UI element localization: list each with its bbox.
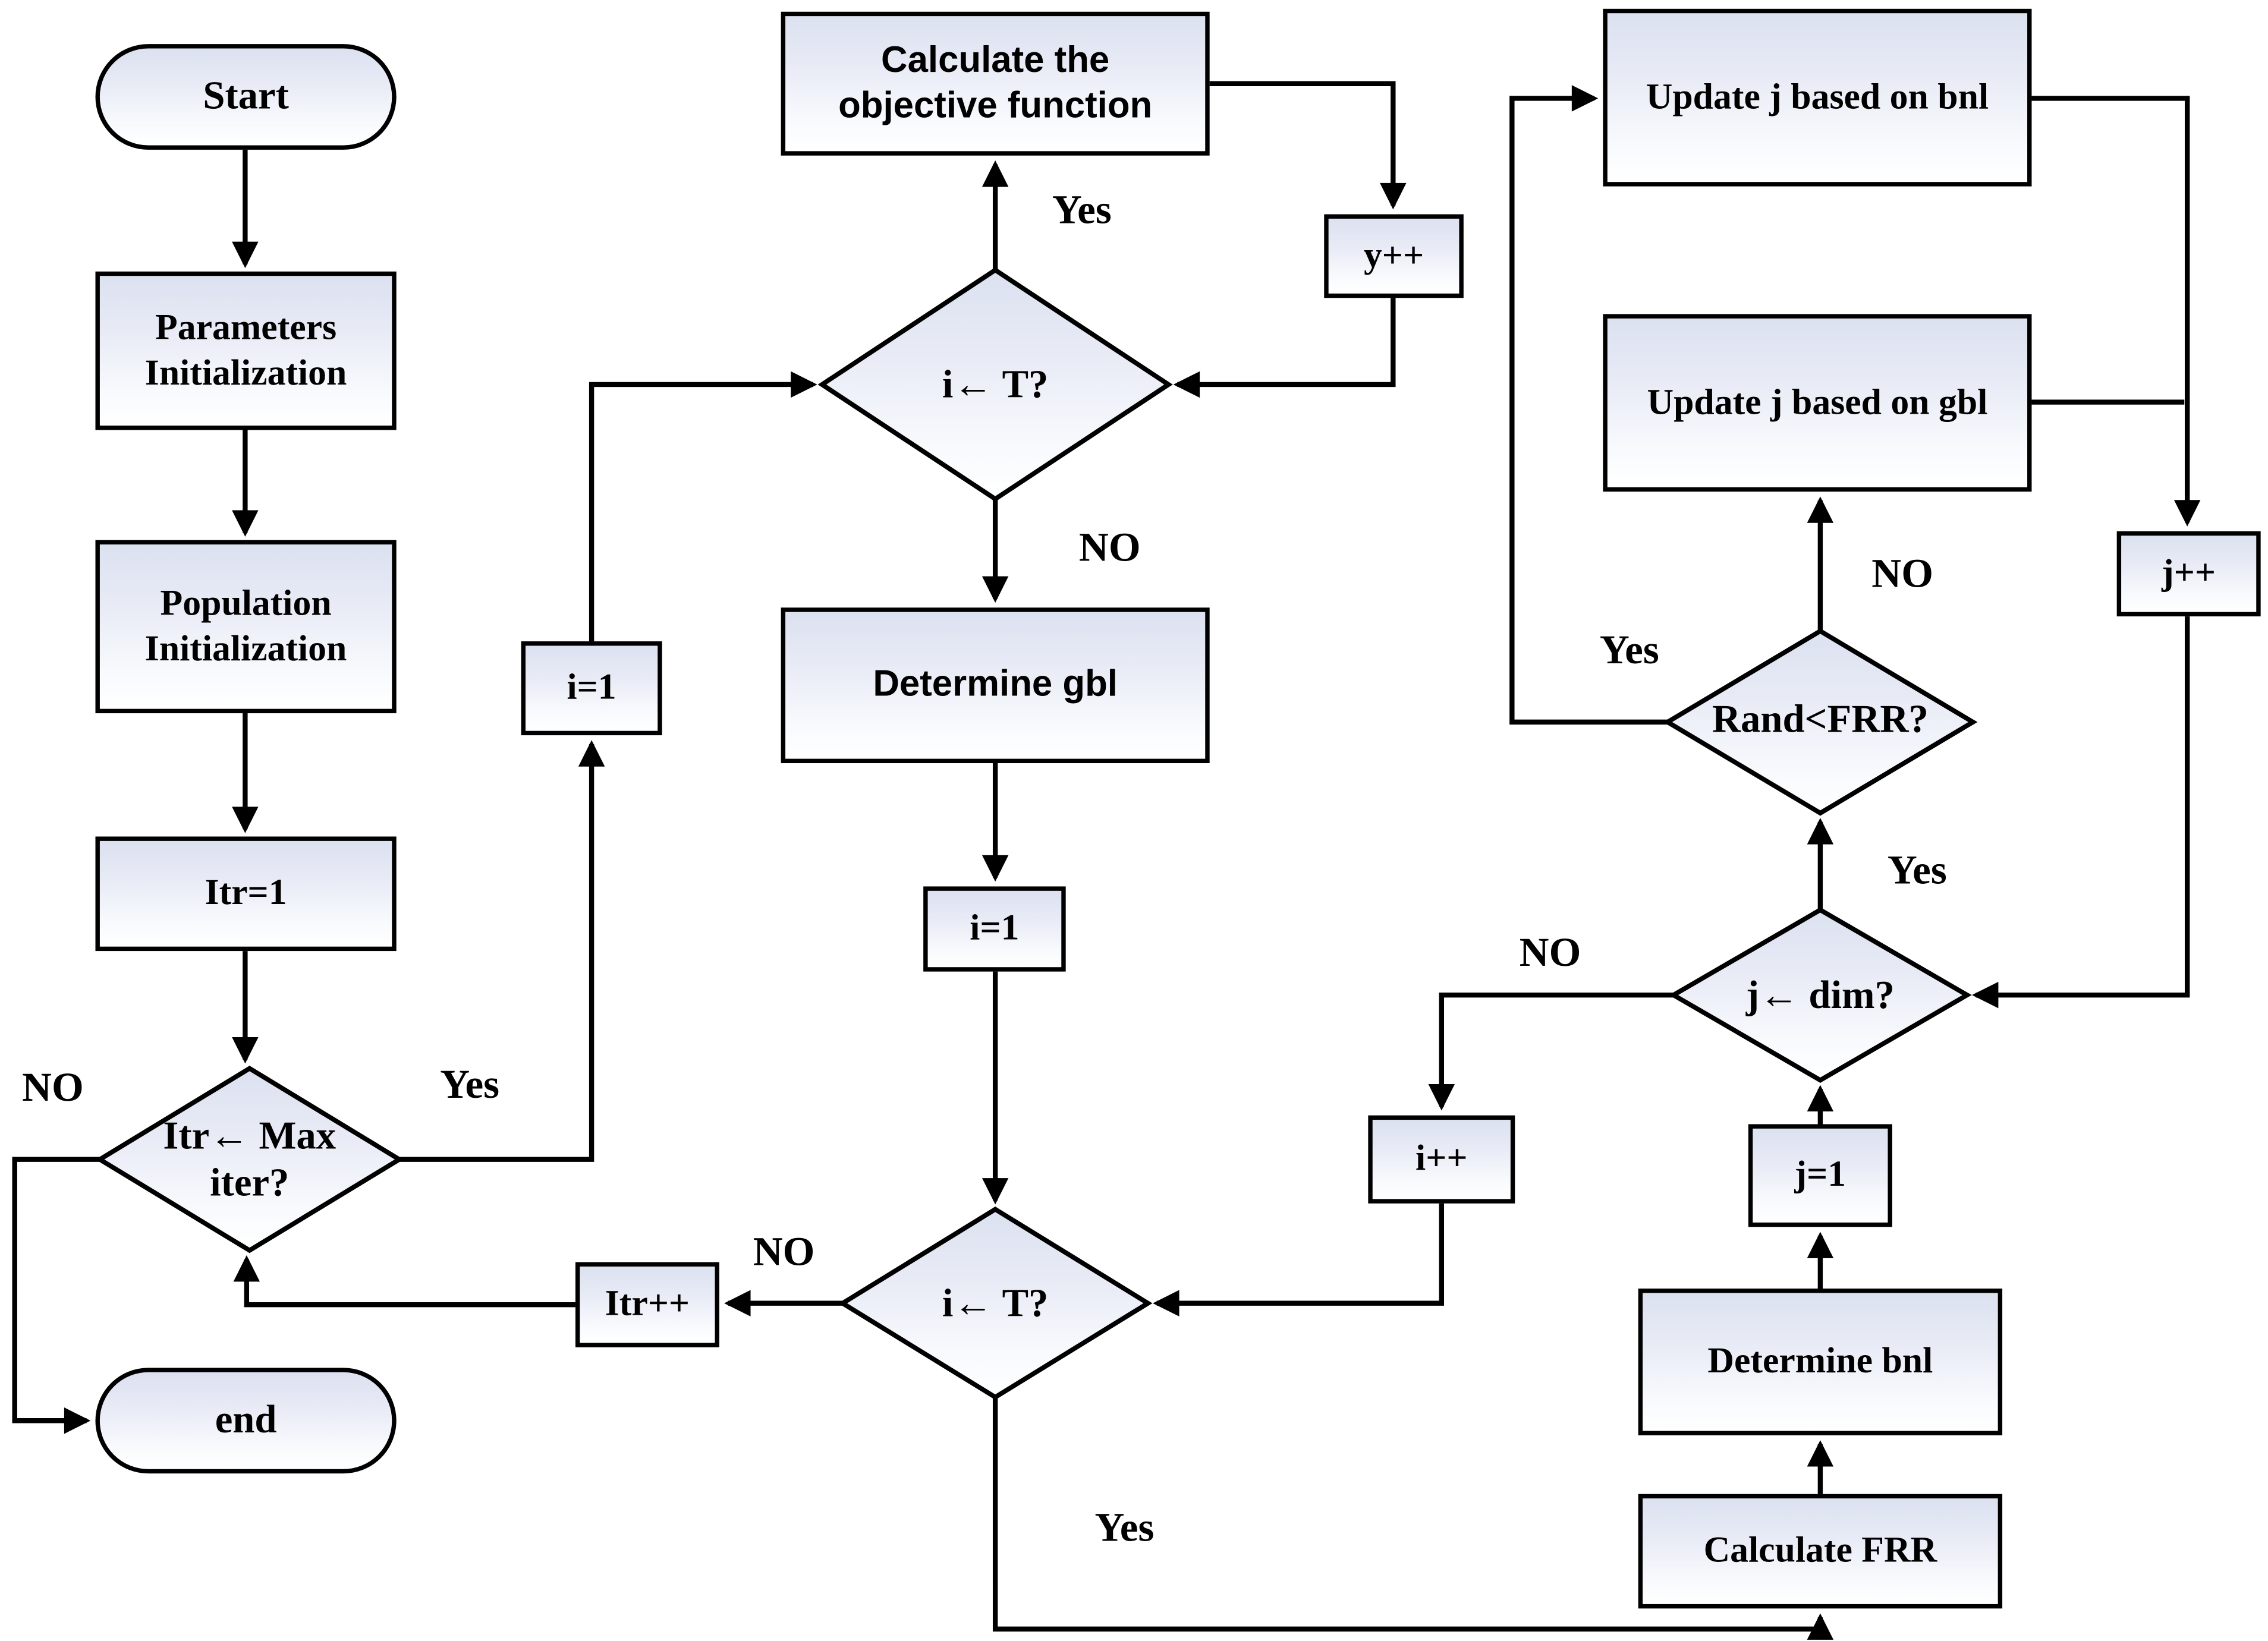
- edge-jpp-to-jdim: [1971, 616, 2190, 1009]
- edge-calc-to-y: [1209, 81, 1407, 210]
- node-end: end: [95, 1368, 397, 1474]
- node-population-initialization: Population Initialization: [95, 540, 397, 714]
- edge-icheck-bottom-yes-to-frr: [992, 1397, 1834, 1640]
- diamond-i-check-bottom: [838, 1207, 1153, 1400]
- diamond-j-dim-check: [1669, 907, 1972, 1083]
- node-y-increment: y++: [1324, 214, 1464, 298]
- label-jdim-yes: Yes: [1887, 848, 1947, 894]
- node-i-eq-1-left: i=1: [521, 641, 662, 736]
- node-i-increment: i++: [1368, 1115, 1515, 1204]
- edge-maxiter-no-to-end: [12, 1157, 100, 1434]
- label-icheck-bottom-yes: Yes: [1094, 1505, 1155, 1552]
- diamond-max-iter-check: [95, 1065, 404, 1253]
- node-calculate-frr: Calculate FRR: [1638, 1494, 2003, 1609]
- label-i-check-bottom: i← T?: [942, 1281, 1049, 1325]
- label-icheck-top-no: NO: [1078, 525, 1141, 571]
- label-maxiter-yes: Yes: [440, 1062, 500, 1108]
- node-itr-increment: Itr++: [575, 1262, 719, 1347]
- label-rand-frr-check: Rand<FRR?: [1712, 697, 1929, 741]
- label-jdim-no: NO: [1519, 930, 1581, 977]
- label-icheck-bottom-no: NO: [753, 1230, 815, 1275]
- label-j-dim-check: j← dim?: [1745, 972, 1895, 1017]
- label-i-check-top: i← T?: [942, 362, 1049, 407]
- edge-jdim-no-to-ipp: [1428, 992, 1674, 1111]
- node-update-j-based-on-bnl: Update j based on bnl: [1603, 8, 2032, 187]
- node-i-eq-1-mid: i=1: [923, 886, 1066, 972]
- edge-ipp-to-icheck-bottom: [1153, 1203, 1445, 1316]
- edge-rand-yes-to-updbnl: [1509, 85, 1668, 725]
- label-rand-no: NO: [1871, 552, 1934, 597]
- edge-y-to-icheck-top: [1173, 298, 1396, 398]
- node-j-eq-1: j=1: [1748, 1124, 1892, 1227]
- node-update-j-based-on-gbl: Update j based on gbl: [1603, 314, 2032, 492]
- node-j-increment: j++: [2116, 531, 2261, 617]
- diamond-i-check-top: [817, 267, 1173, 502]
- node-start: Start: [95, 44, 397, 150]
- label-icheck-top-yes: Yes: [1052, 188, 1112, 234]
- edge-itrpp-to-maxiter: [233, 1255, 575, 1308]
- edge-i1-to-icheck-top: [589, 371, 817, 642]
- node-determine-bnl: Determine bnl: [1638, 1289, 2003, 1435]
- label-max-iter-check: Itr← Max iter?: [163, 1113, 336, 1205]
- node-calculate-objective-function: Calculate the objective function: [781, 11, 1210, 156]
- edge-maxiter-yes-to-i1: [399, 740, 605, 1162]
- label-maxiter-no: NO: [22, 1065, 84, 1111]
- label-rand-yes: Yes: [1599, 628, 1659, 674]
- edge-updbnl-to-jpp: [2031, 96, 2201, 527]
- node-itr-eq-1: Itr=1: [95, 836, 397, 952]
- node-determine-gbl: Determine gbl: [781, 607, 1210, 764]
- node-parameters-initialization: Parameters Initialization: [95, 271, 397, 430]
- diamond-rand-frr-check: [1663, 628, 1978, 816]
